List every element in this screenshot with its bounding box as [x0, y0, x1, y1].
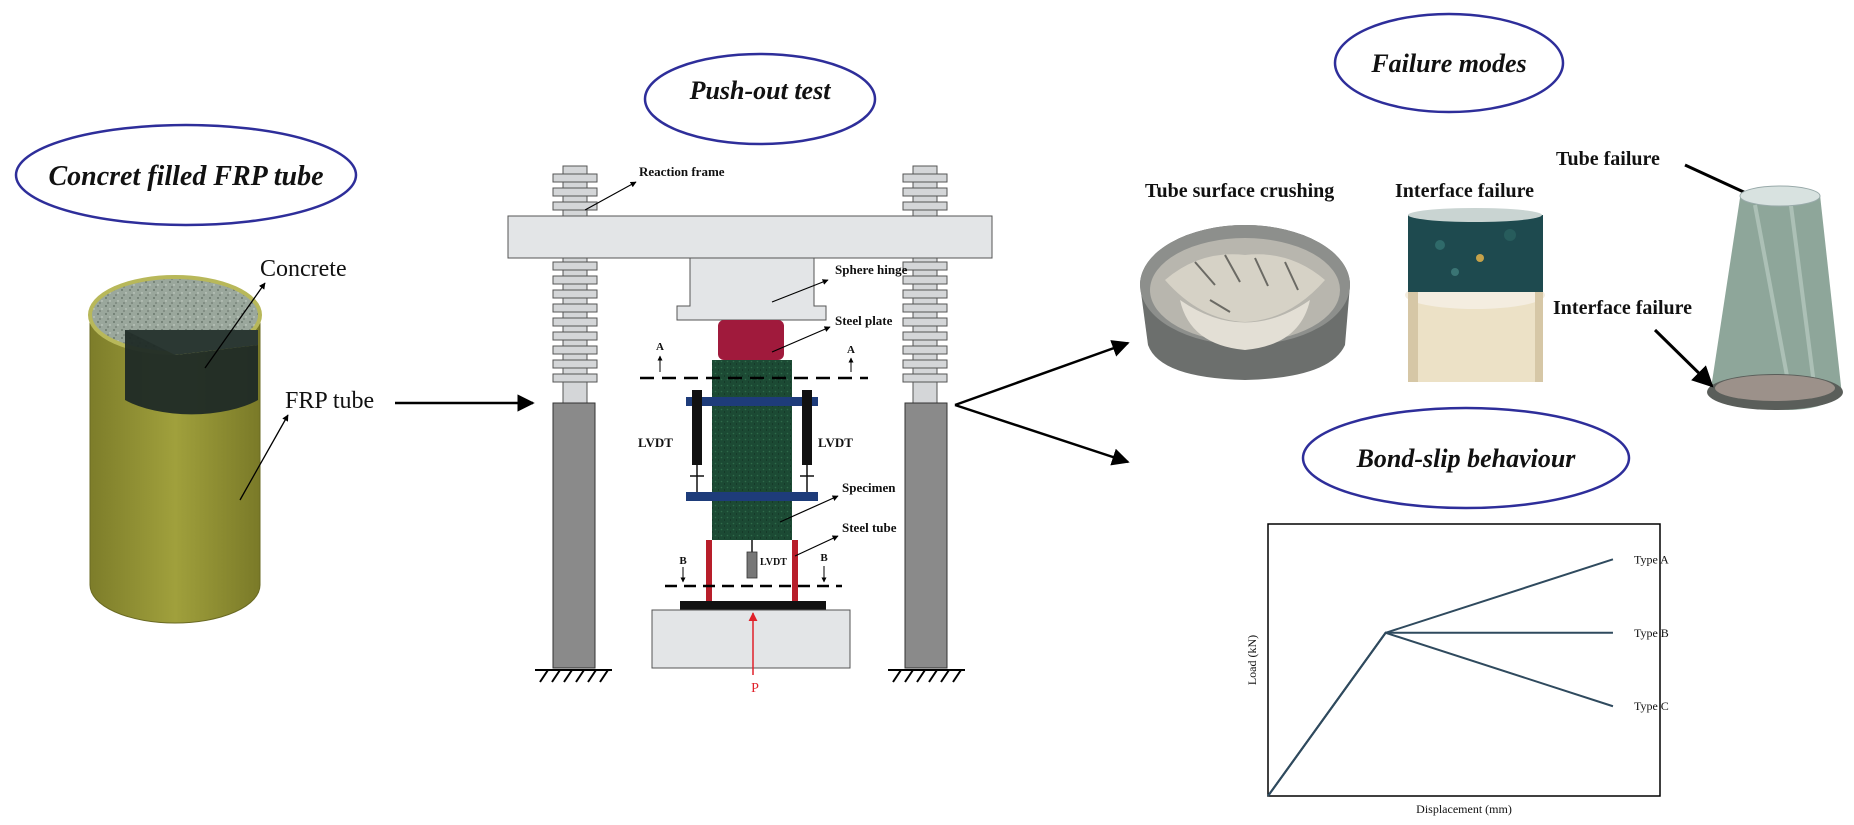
- loading-base: [651, 609, 851, 669]
- chart-series-labels: Type A Type B Type C: [1634, 552, 1669, 713]
- failure-modes-title-ellipse: [1333, 12, 1565, 114]
- tube-surface-crushing-photo: [1140, 225, 1350, 380]
- left-threaded-rod: [552, 165, 598, 404]
- right-threaded-rod: [902, 165, 948, 404]
- interface-failure-leader: [1653, 328, 1714, 388]
- chart-frame: [1267, 523, 1661, 797]
- left-ground-support: [535, 669, 612, 683]
- section-a-markers: A A: [656, 341, 855, 372]
- svg-text:B: B: [820, 552, 828, 564]
- reaction-frame-leader: [584, 181, 637, 211]
- tube-failure-label: Tube failure: [1556, 148, 1660, 170]
- reaction-frame-beam: [507, 215, 993, 259]
- x-axis-label: Displacement (mm): [1416, 802, 1512, 816]
- sphere-hinge-label: Sphere hinge: [835, 262, 908, 277]
- lvdt-left-label: LVDT: [638, 435, 673, 450]
- steel-tube-label: Steel tube: [842, 520, 897, 535]
- right-column: [904, 402, 948, 669]
- left-column: [552, 402, 596, 669]
- series-label-type-c: Type C: [1634, 699, 1669, 713]
- interface-failure-photo: [1405, 208, 1545, 382]
- series-label-type-b: Type B: [1634, 626, 1669, 640]
- specimen-leader: [779, 495, 839, 523]
- arrow-to-bond-slip: [954, 403, 1130, 466]
- failure-modes-panel: Failure modes Tube surface crushing Inte…: [1140, 12, 1843, 410]
- steel-tube-leader: [794, 535, 839, 557]
- steel-plate-leader: [771, 326, 831, 353]
- right-ground-support: [888, 669, 965, 683]
- failure-modes-title: Failure modes: [1370, 49, 1526, 78]
- frp-tube-leader: [239, 414, 289, 501]
- cfft-title: Concret filled FRP tube: [48, 161, 323, 192]
- cfft-title-ellipse: [14, 123, 358, 227]
- frp-tube-label: FRP tube: [285, 388, 374, 414]
- concrete-leader: [204, 282, 266, 369]
- frp-tube-cylinder: [88, 275, 262, 624]
- bond-slip-title: Bond-slip behaviour: [1356, 444, 1577, 473]
- tube-surface-crushing-label: Tube surface crushing: [1145, 180, 1334, 202]
- lvdt-bottom-label: LVDT: [760, 557, 787, 568]
- arrow-to-failure-modes: [954, 340, 1130, 407]
- bottom-lvdt: [746, 540, 758, 579]
- sphere-hinge-leader: [771, 279, 829, 303]
- concrete-label: Concrete: [260, 256, 347, 282]
- bond-slip-panel: Bond-slip behaviour Type A Type B Type C D…: [1245, 406, 1669, 816]
- concrete-core-cutout: [125, 330, 258, 415]
- left-lvdt: [690, 390, 704, 492]
- interface-failure-label-2: Interface failure: [1553, 297, 1692, 319]
- reaction-frame-label: Reaction frame: [639, 164, 725, 179]
- svg-text:A: A: [847, 344, 855, 356]
- tube-failure-photo: [1707, 185, 1843, 410]
- svg-text:B: B: [679, 555, 687, 567]
- right-steel-tube: [792, 540, 798, 605]
- cfft-panel: Concret filled FRP tube Concrete FRP tub…: [14, 123, 374, 624]
- bond-slip-title-ellipse: [1301, 406, 1631, 510]
- left-steel-tube: [706, 540, 712, 605]
- push-out-title: Push-out test: [689, 76, 832, 105]
- chart-series-group: [1267, 558, 1614, 797]
- sphere-hinge: [676, 257, 827, 321]
- base-plate: [680, 601, 826, 610]
- y-axis-label: Load (kN): [1245, 635, 1259, 685]
- lvdt-right-label: LVDT: [818, 435, 853, 450]
- right-lvdt: [800, 390, 814, 492]
- upper-clamp: [686, 397, 818, 406]
- load-label: P: [751, 681, 759, 696]
- lower-clamp: [686, 492, 818, 501]
- specimen: [712, 360, 792, 540]
- interface-failure-label-1: Interface failure: [1395, 180, 1534, 202]
- series-line-type-c: [1267, 631, 1614, 797]
- specimen-label: Specimen: [842, 480, 896, 495]
- push-out-title-ellipse: [643, 52, 877, 146]
- push-out-panel: Push-out test: [507, 52, 993, 696]
- svg-text:A: A: [656, 341, 664, 353]
- steel-plate-label: Steel plate: [835, 313, 893, 328]
- series-label-type-a: Type A: [1634, 552, 1669, 566]
- steel-plate: [718, 320, 784, 360]
- section-b-markers: B B: [679, 552, 828, 583]
